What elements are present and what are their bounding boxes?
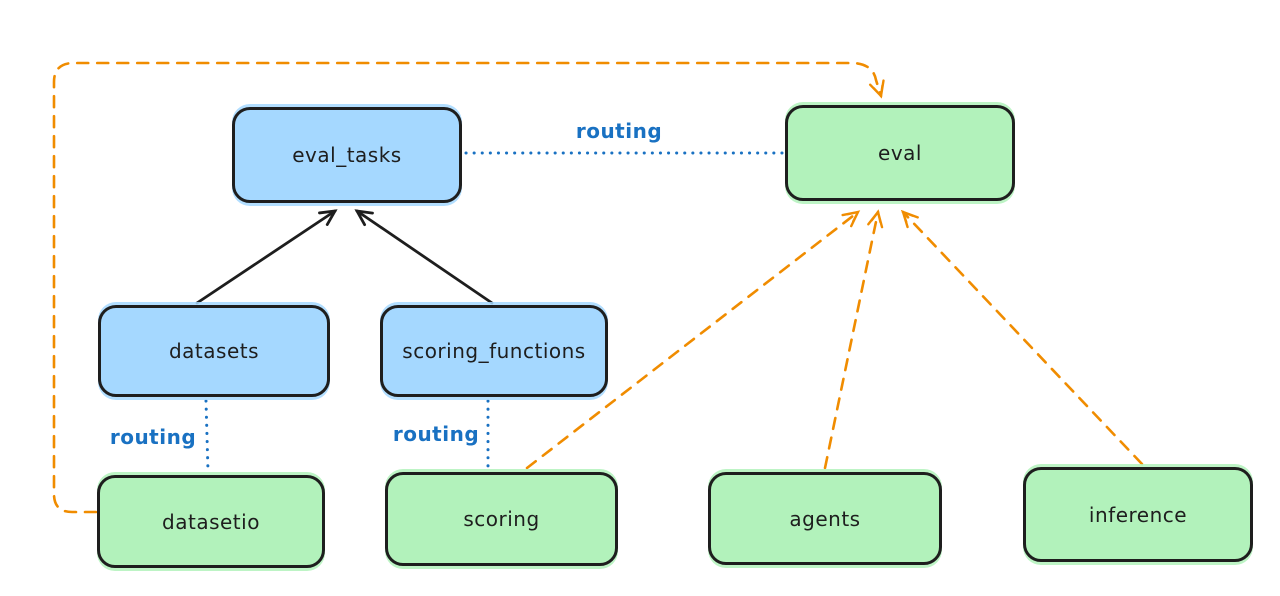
edge-label-routing-datasets-datasetio: routing (109, 425, 197, 449)
edge-inference-to-eval (901, 209, 1144, 466)
node-scoring-functions: scoring_functions (380, 305, 608, 397)
node-scoring-label: scoring (463, 507, 540, 531)
node-eval: eval (785, 105, 1015, 201)
edge-datasetio-to-eval (52, 61, 885, 514)
node-eval-label: eval (878, 141, 922, 165)
edge-datasets-to-eval-tasks (195, 209, 338, 305)
node-agents-label: agents (789, 506, 861, 531)
node-inference: inference (1023, 467, 1253, 562)
node-datasets-label: datasets (168, 339, 260, 363)
node-inference-label: inference (1088, 502, 1188, 527)
node-scoring-functions-label: scoring_functions (402, 339, 586, 363)
node-scoring: scoring (385, 472, 618, 566)
node-eval-tasks-label: eval_tasks (292, 143, 402, 167)
node-datasets: datasets (98, 305, 330, 397)
edge-label-routing-scoring-functions-scoring: routing (392, 422, 480, 446)
edge-agents-to-eval (823, 209, 884, 470)
node-agents: agents (708, 472, 942, 565)
edge-label-routing-eval-tasks-eval: routing (575, 119, 663, 143)
node-datasetio-label: datasetio (162, 509, 260, 534)
edge-datasets-to-datasetio-routing (204, 399, 210, 473)
node-datasetio: datasetio (97, 475, 325, 568)
node-eval-tasks: eval_tasks (232, 107, 462, 203)
edge-scoring-to-eval (525, 210, 861, 470)
edge-scoring-functions-to-eval-tasks (354, 209, 494, 305)
